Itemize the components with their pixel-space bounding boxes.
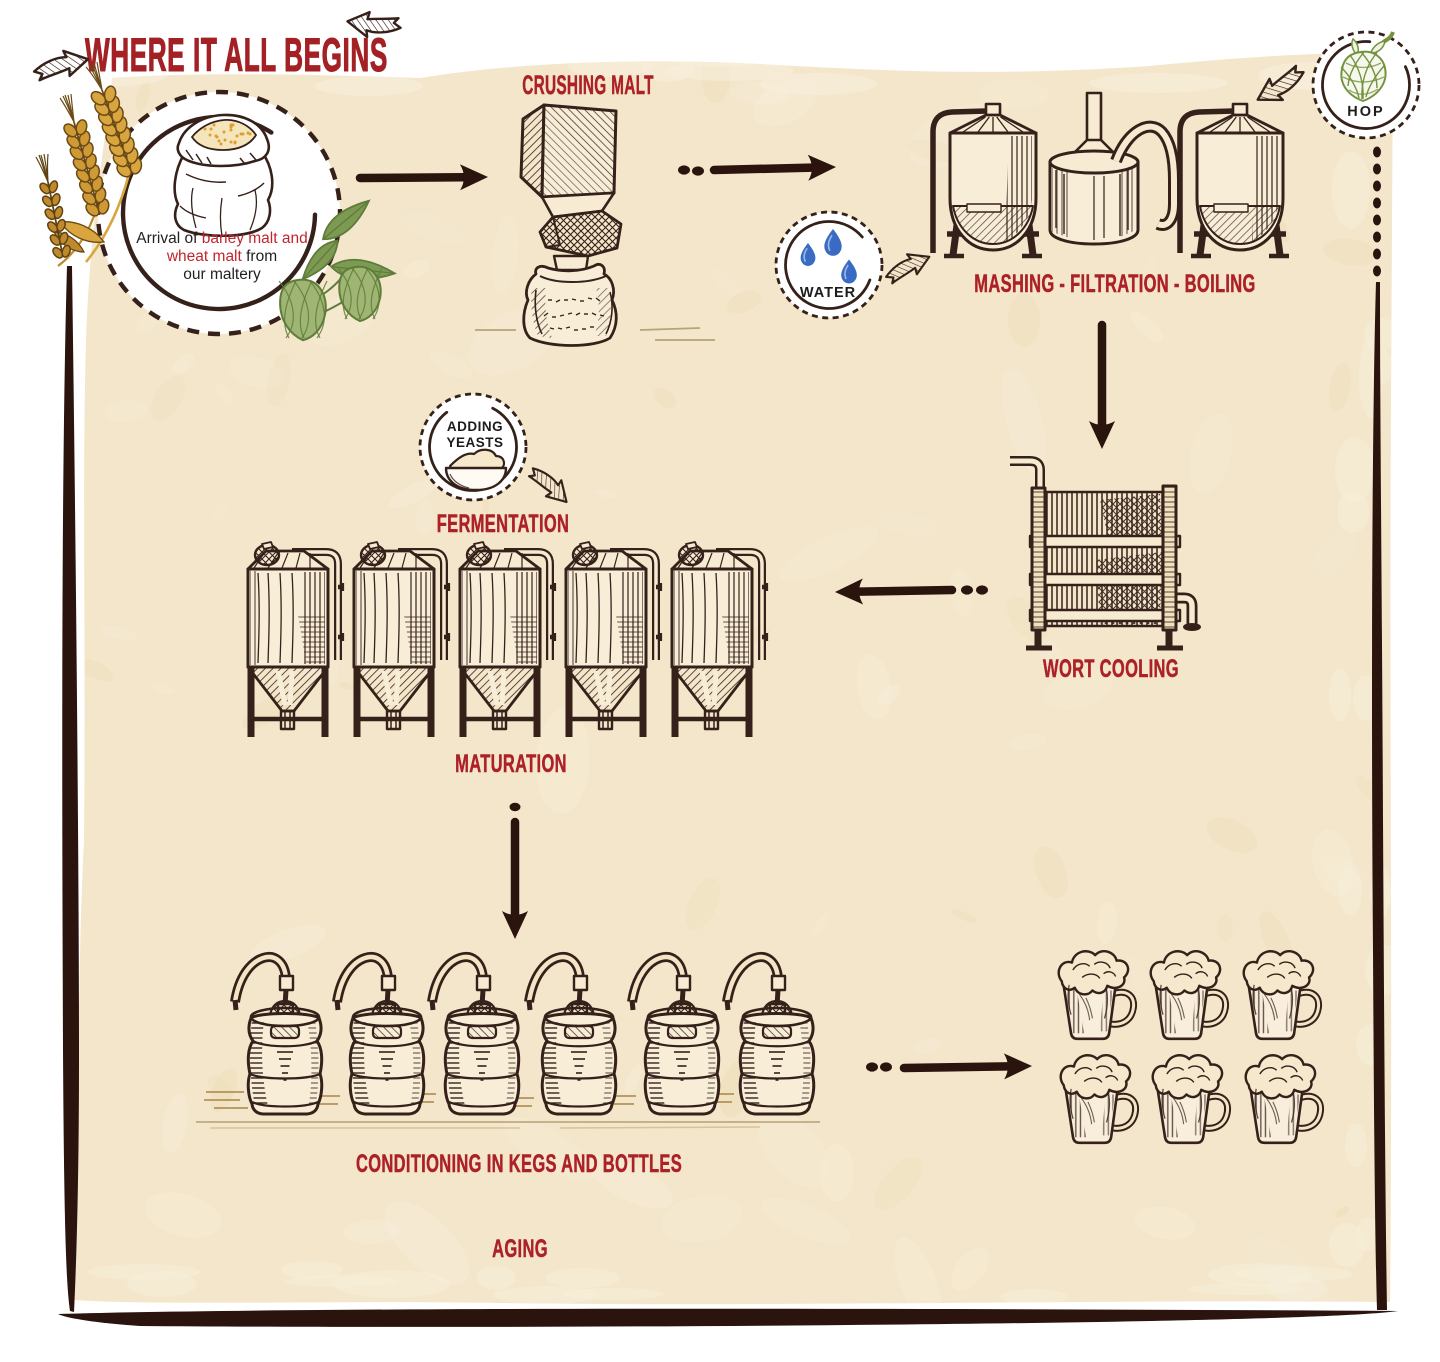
svg-text:WATER: WATER xyxy=(800,285,856,301)
svg-text:AGING: AGING xyxy=(492,1236,548,1263)
svg-text:HOP: HOP xyxy=(1347,104,1385,120)
svg-text:CONDITIONING IN KEGS AND BOTTL: CONDITIONING IN KEGS AND BOTTLES xyxy=(356,1151,682,1178)
svg-text:CRUSHING MALT: CRUSHING MALT xyxy=(522,69,654,100)
svg-text:MATURATION: MATURATION xyxy=(455,751,567,778)
svg-text:wheat malt from: wheat malt from xyxy=(166,248,277,265)
svg-text:our maltery: our maltery xyxy=(183,266,261,283)
svg-text:WHERE IT ALL BEGINS: WHERE IT ALL BEGINS xyxy=(85,30,388,82)
svg-text:ADDING: ADDING xyxy=(447,419,503,434)
svg-text:MASHING - FILTRATION - BOILING: MASHING - FILTRATION - BOILING xyxy=(974,271,1255,298)
svg-text:WORT COOLING: WORT COOLING xyxy=(1043,656,1179,683)
svg-text:YEASTS: YEASTS xyxy=(446,435,503,450)
svg-text:FERMENTATION: FERMENTATION xyxy=(437,511,570,538)
svg-text:Arrival of barley malt and: Arrival of barley malt and xyxy=(136,230,307,247)
